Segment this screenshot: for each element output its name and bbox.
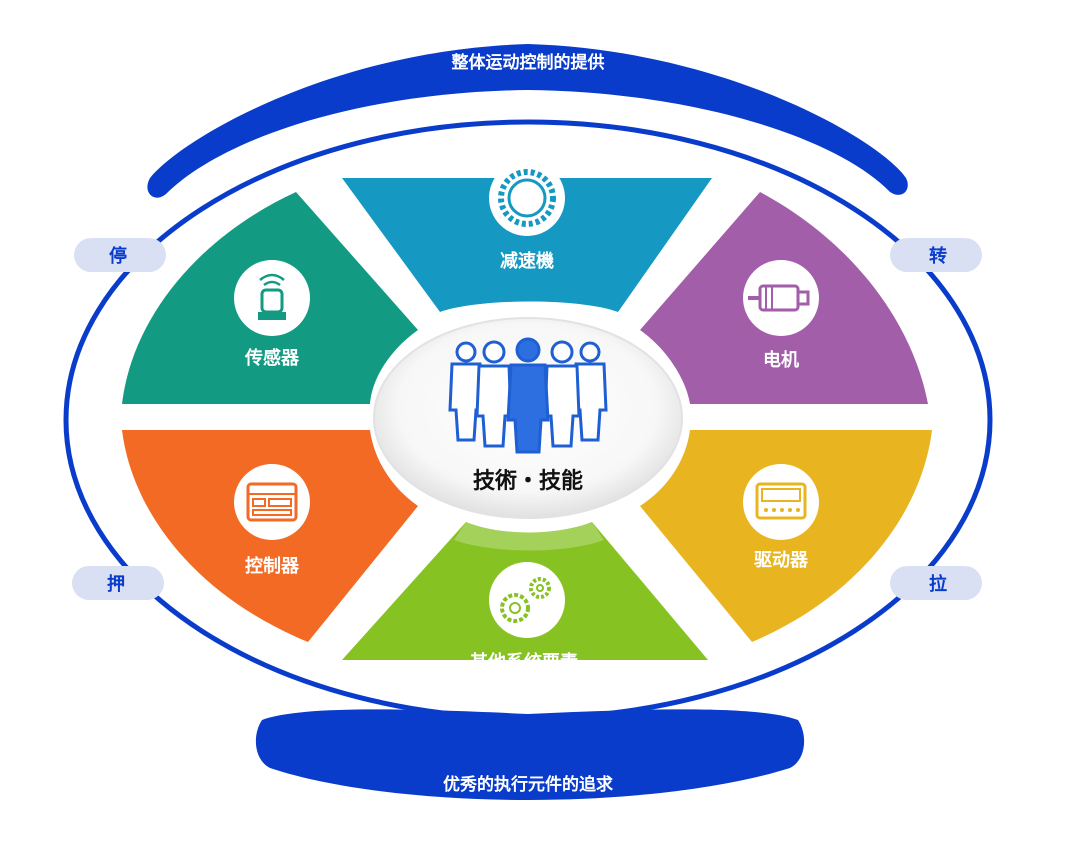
segment-controller-label: 控制器	[245, 555, 300, 577]
segment-sensor-label: 传感器	[244, 347, 300, 369]
bottom-banner-arc	[255, 709, 805, 800]
gears-icon	[489, 562, 565, 638]
segment-other-label: 其他系统要素	[470, 651, 578, 673]
svg-text:拉: 拉	[929, 573, 947, 595]
motor-icon	[743, 260, 819, 336]
bottom-banner-label: 优秀的执行元件的追求	[443, 774, 613, 795]
sensor-icon	[234, 260, 310, 336]
top-banner-arc	[147, 44, 908, 198]
svg-text:押: 押	[107, 573, 125, 595]
side-tag-bottom-right: 拉	[890, 566, 982, 600]
side-tag-top-right: 转	[890, 238, 982, 272]
gear-ring-icon	[489, 160, 565, 236]
side-tag-bottom-left: 押	[72, 566, 164, 600]
people-icon	[448, 337, 608, 454]
segment-motor-label: 电机	[763, 349, 799, 371]
segment-driver-label: 驱动器	[754, 550, 809, 571]
segment-reducer: 减速機	[342, 160, 712, 330]
svg-text:转: 转	[929, 245, 947, 267]
top-banner-label: 整体运动控制的提供	[452, 52, 605, 73]
segment-other: 其他系统要素	[342, 522, 708, 673]
segment-reducer-label: 减速機	[500, 250, 554, 272]
segment-controller: 控制器	[122, 430, 430, 642]
center-label: 技術・技能	[473, 468, 583, 494]
display-panel-icon	[743, 464, 819, 540]
controller-icon	[234, 464, 310, 540]
side-tag-top-left: 停	[74, 238, 166, 272]
svg-text:停: 停	[109, 245, 127, 267]
segment-driver: 驱动器	[628, 430, 932, 642]
